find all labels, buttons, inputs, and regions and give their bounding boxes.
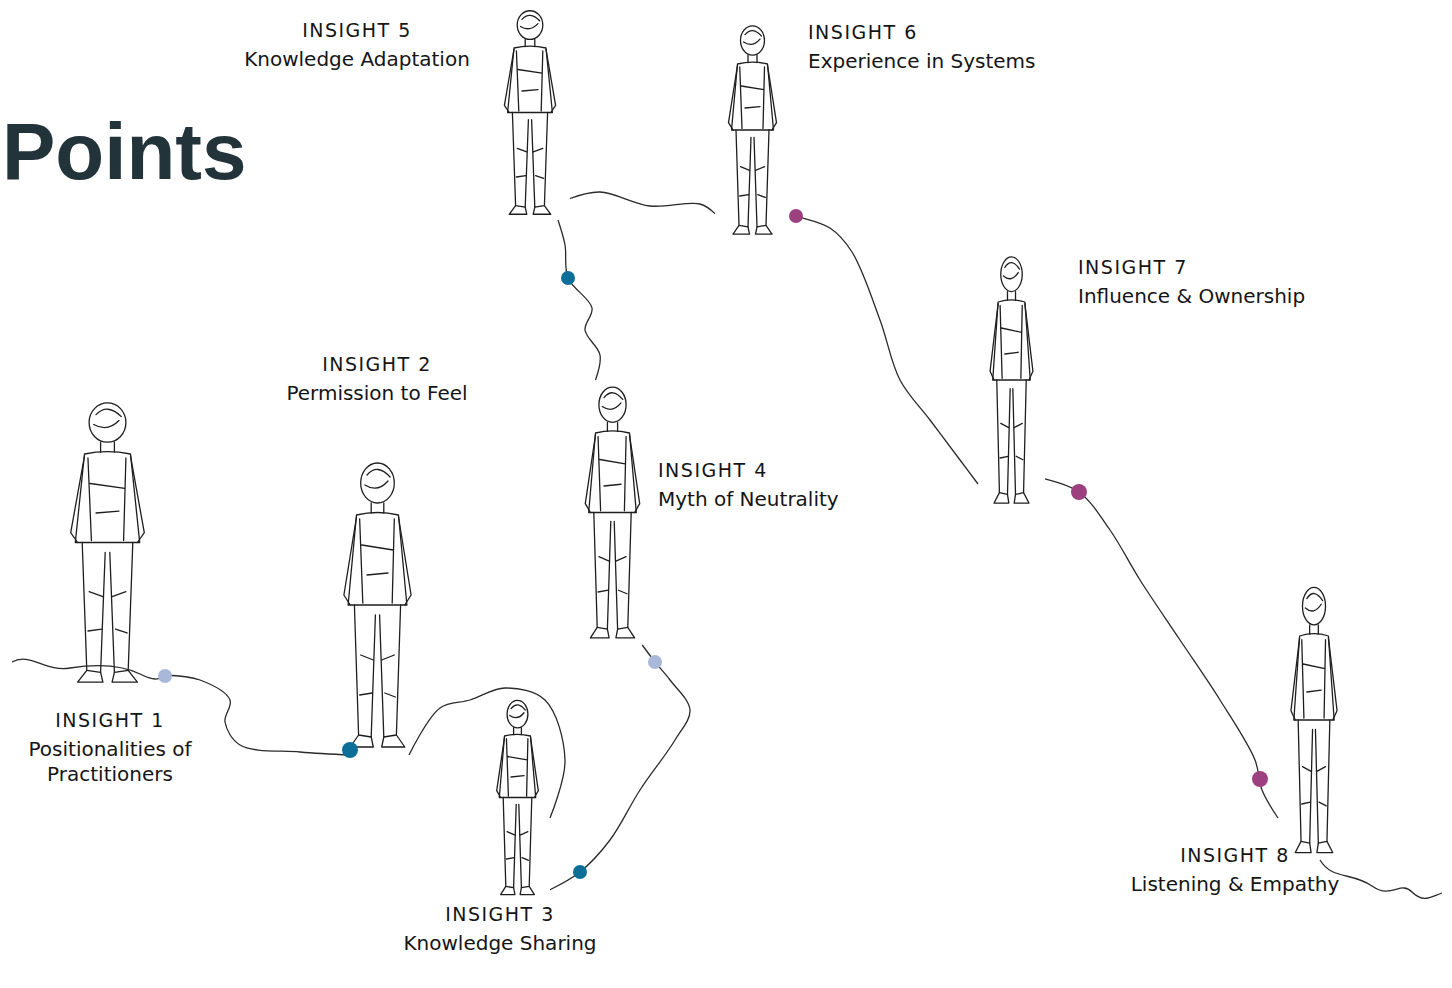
insight-title: Experience in Systems	[808, 49, 1088, 74]
insight-figure: INSIGHT 5Knowledge Adaptation	[490, 5, 570, 220]
path-connector	[790, 214, 978, 484]
path-dot	[1252, 771, 1268, 787]
insight-number: INSIGHT 4	[658, 458, 898, 483]
insight-figure: INSIGHT 6Experience in Systems	[715, 20, 790, 240]
path-dot	[573, 865, 587, 879]
insight-title: Knowledge Sharing	[375, 931, 625, 956]
insight-number: INSIGHT 6	[808, 20, 1088, 45]
insight-figure: INSIGHT 1Positionalities of Practitioner…	[50, 395, 165, 690]
person-figure	[497, 700, 539, 894]
insight-label: INSIGHT 4 Myth of Neutrality	[658, 458, 898, 512]
path-tail	[12, 659, 165, 679]
page-title: Points	[2, 112, 246, 192]
person-figure	[585, 387, 639, 638]
path-connector	[409, 688, 565, 818]
path-connector	[550, 645, 690, 890]
path-connector	[558, 220, 600, 380]
insight-title: Influence & Ownership	[1078, 284, 1358, 309]
person-figure	[71, 403, 145, 682]
insight-title: Positionalities of Practitioners	[15, 737, 205, 787]
insight-label: INSIGHT 2 Permission to Feel	[262, 352, 492, 406]
insight-figure: INSIGHT 4Myth of Neutrality	[570, 380, 655, 645]
insight-number: INSIGHT 7	[1078, 255, 1358, 280]
insight-figure: INSIGHT 7Influence & Ownership	[978, 250, 1045, 510]
path-connector	[165, 675, 351, 755]
insight-number: INSIGHT 2	[262, 352, 492, 377]
path-dot	[789, 209, 803, 223]
person-figure	[729, 26, 777, 234]
insight-label: INSIGHT 8 Listening & Empathy	[1110, 843, 1360, 897]
insight-title: Myth of Neutrality	[658, 487, 898, 512]
insight-label: INSIGHT 7 Influence & Ownership	[1078, 255, 1358, 309]
insight-number: INSIGHT 5	[232, 18, 482, 43]
insight-figure: INSIGHT 2Permission to Feel	[325, 455, 430, 755]
insight-label: INSIGHT 6 Experience in Systems	[808, 20, 1088, 74]
insight-label: INSIGHT 3 Knowledge Sharing	[375, 902, 625, 956]
person-figure	[1291, 587, 1337, 852]
person-figure	[504, 11, 555, 215]
path-dot	[648, 655, 662, 669]
insight-title: Knowledge Adaptation	[232, 47, 482, 72]
path-dot	[1071, 484, 1087, 500]
insight-figure: INSIGHT 8Listening & Empathy	[1278, 580, 1350, 860]
insight-title: Permission to Feel	[262, 381, 492, 406]
insight-figure: INSIGHT 3Knowledge Sharing	[485, 695, 550, 900]
path-dot	[342, 742, 358, 758]
person-figure	[344, 463, 411, 747]
insight-number: INSIGHT 8	[1110, 843, 1360, 868]
insight-number: INSIGHT 1	[15, 708, 205, 733]
path-connector	[570, 192, 715, 214]
insight-title: Listening & Empathy	[1110, 872, 1360, 897]
path-dot	[158, 669, 172, 683]
person-figure	[990, 257, 1033, 503]
insight-number: INSIGHT 3	[375, 902, 625, 927]
path-connector	[1045, 479, 1278, 818]
insight-label: INSIGHT 1 Positionalities of Practitioner…	[15, 708, 205, 787]
path-dot	[561, 271, 575, 285]
insight-label: INSIGHT 5 Knowledge Adaptation	[232, 18, 482, 72]
